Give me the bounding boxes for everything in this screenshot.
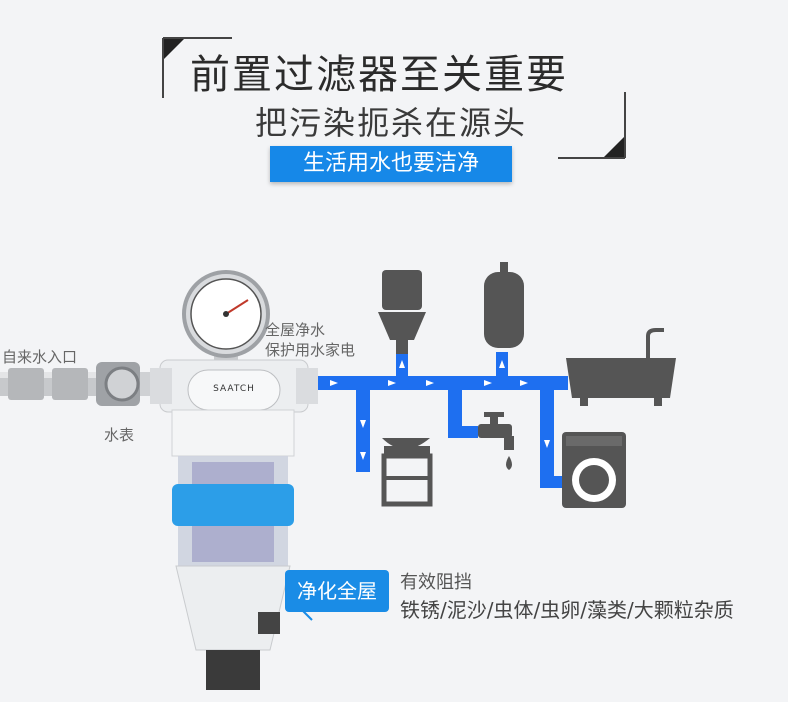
water-meter-icon: [96, 362, 140, 406]
house-label-line2: 保护用水家电: [265, 341, 356, 359]
flow-arrows: [330, 360, 550, 460]
effect-items: 铁锈/泥沙/虫体/虫卵/藻类/大颗粒杂质: [400, 598, 734, 622]
bathtub-icon: [566, 328, 676, 406]
page-subtitle: 把污染扼杀在源头: [255, 104, 528, 142]
filter-device: [150, 270, 318, 690]
purify-badge: 净化全屋: [285, 570, 389, 612]
sink-cabinet-icon: [381, 438, 433, 507]
effect-title: 有效阻挡: [400, 572, 472, 593]
washing-machine-icon: [562, 432, 626, 508]
tagline-banner: 生活用水也要洁净: [270, 146, 512, 182]
house-label-line1: 全屋净水: [265, 321, 326, 339]
pipe-network: [318, 352, 568, 488]
title-frame: [162, 37, 626, 159]
faucet-icon: [478, 412, 514, 470]
page-title: 前置过滤器至关重要: [190, 52, 568, 98]
inlet-label: 自来水入口: [2, 348, 78, 366]
brand-logo: SAATCH: [213, 384, 255, 394]
toilet-icon: [378, 270, 426, 354]
house-label: 全屋净水 保护用水家电: [265, 320, 355, 360]
water-heater-icon: [484, 262, 524, 348]
meter-label: 水表: [104, 426, 135, 444]
